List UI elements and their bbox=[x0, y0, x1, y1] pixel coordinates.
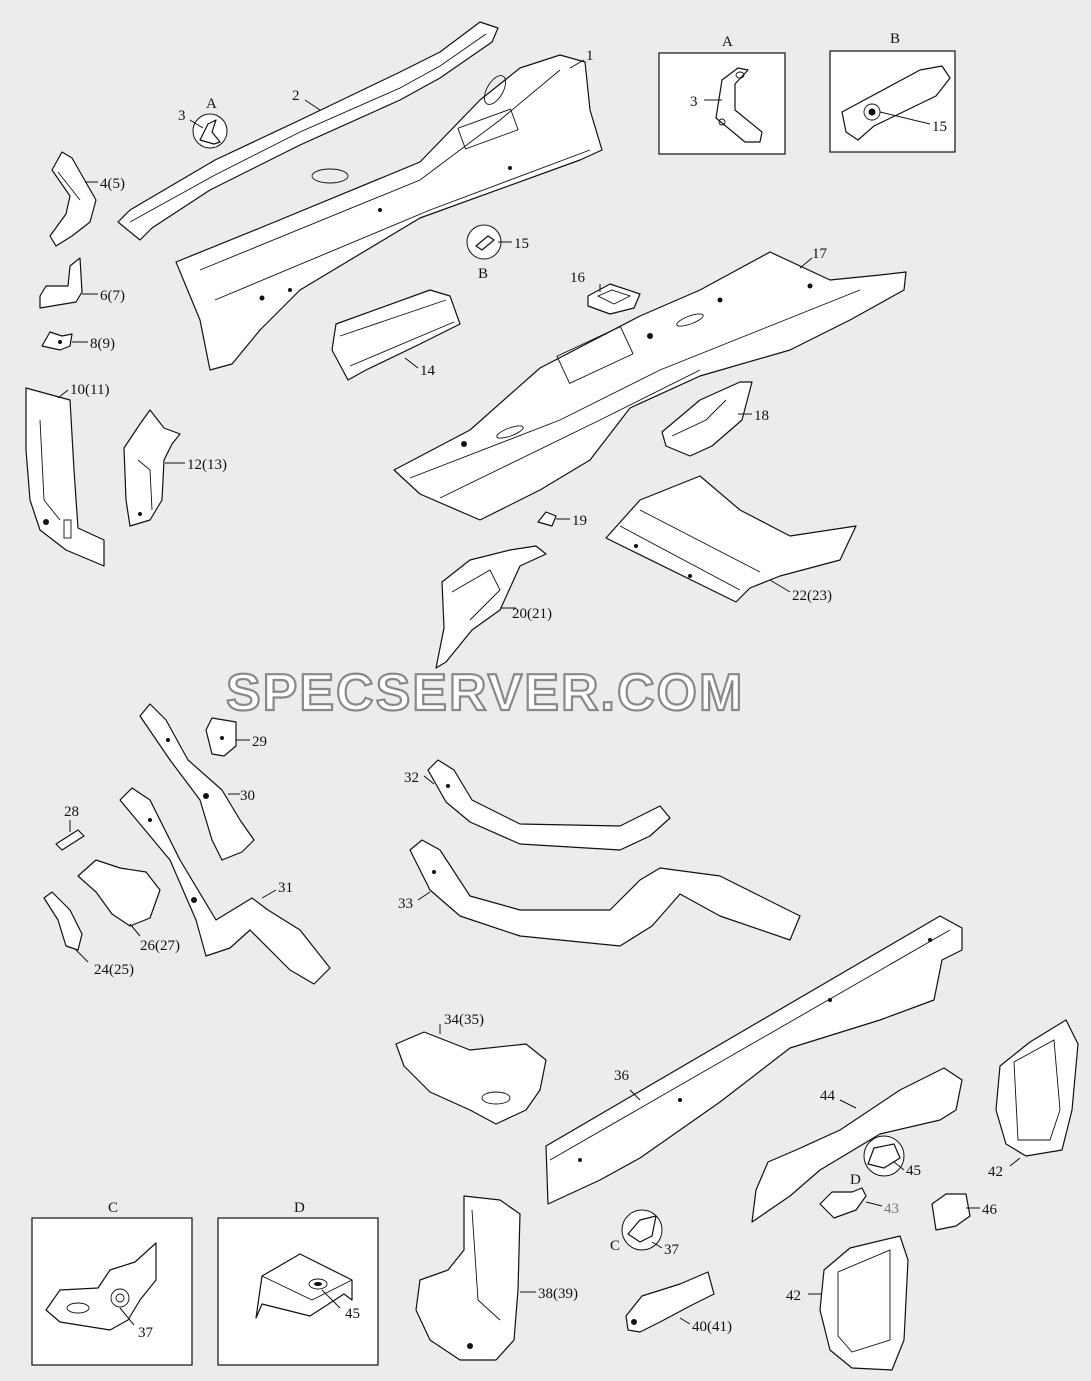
detail-view-b: B 15 bbox=[829, 31, 956, 153]
label-22-23: 22(23) bbox=[792, 588, 832, 604]
label-42-upper: 42 bbox=[988, 1164, 1003, 1180]
part-10-pillar-panel: 10(11) bbox=[25, 382, 109, 567]
label-34-35: 34(35) bbox=[444, 1012, 484, 1028]
part-20-rail: 20(21) bbox=[435, 545, 552, 669]
label-15: 15 bbox=[514, 236, 529, 252]
part-30-rail: 30 bbox=[139, 703, 255, 861]
part-45-detail-shape bbox=[255, 1253, 353, 1319]
part-18-bracket: 18 bbox=[661, 381, 769, 457]
part-29-bracket: 29 bbox=[205, 717, 267, 757]
label-29: 29 bbox=[252, 734, 267, 750]
part-43-bracket: D 43 bbox=[819, 1172, 899, 1219]
label-42-lower: 42 bbox=[786, 1288, 801, 1304]
detail-c-callout: 37 bbox=[138, 1325, 154, 1341]
label-6-7: 6(7) bbox=[100, 288, 125, 304]
part-16-plate: 16 bbox=[570, 270, 641, 315]
detail-b-callout: 15 bbox=[932, 119, 947, 135]
part-34-pan: 34(35) bbox=[395, 1012, 547, 1125]
part-4-bracket: 4(5) bbox=[49, 151, 125, 247]
ref-c-inline: C bbox=[610, 1238, 620, 1254]
label-37: 37 bbox=[664, 1242, 680, 1258]
part-14-crossmember: 14 bbox=[331, 289, 461, 381]
part-15-detail-shape bbox=[841, 65, 951, 141]
detail-b-title: B bbox=[890, 31, 900, 47]
label-14: 14 bbox=[420, 363, 436, 379]
part-3-detail-shape bbox=[715, 67, 763, 143]
label-38-39: 38(39) bbox=[538, 1286, 578, 1302]
label-45: 45 bbox=[906, 1163, 921, 1179]
part-32-frame-rail: 32 bbox=[404, 759, 671, 851]
part-1-dash-panel: 1 bbox=[175, 48, 603, 371]
part-2-cowl-beam: 2 bbox=[117, 21, 499, 241]
label-32: 32 bbox=[404, 770, 419, 786]
part-31-side-member: 31 bbox=[119, 787, 331, 985]
part-42-upper-pillar: 42 bbox=[988, 1019, 1079, 1180]
part-33-frame-rail: 33 bbox=[398, 839, 801, 947]
part-6-bracket: 6(7) bbox=[39, 257, 125, 309]
part-46-bracket: 46 bbox=[931, 1193, 998, 1231]
part-12-bracket: 12(13) bbox=[123, 409, 227, 527]
label-31: 31 bbox=[278, 880, 293, 896]
label-46: 46 bbox=[982, 1202, 998, 1218]
label-20-21: 20(21) bbox=[512, 606, 552, 622]
label-10-11: 10(11) bbox=[70, 382, 109, 398]
detail-d-title: D bbox=[294, 1200, 305, 1216]
detail-a-callout: 3 bbox=[690, 94, 698, 110]
part-38-pillar: 38(39) bbox=[415, 1195, 578, 1361]
label-26-27: 26(27) bbox=[140, 938, 180, 954]
label-12-13: 12(13) bbox=[187, 457, 227, 473]
label-8-9: 8(9) bbox=[90, 336, 115, 352]
part-8-clip: 8(9) bbox=[41, 331, 115, 352]
part-22-rear-floor: 22(23) bbox=[605, 475, 857, 604]
label-28: 28 bbox=[64, 804, 79, 820]
part-28-plate: 28 bbox=[55, 804, 85, 851]
label-2: 2 bbox=[292, 88, 300, 104]
part-24-bracket: 24(25) bbox=[43, 891, 134, 978]
label-40-41: 40(41) bbox=[692, 1319, 732, 1335]
ref-b-inline: B bbox=[478, 266, 488, 282]
detail-view-a: A 3 bbox=[658, 34, 786, 155]
part-3-callout: A 3 bbox=[178, 96, 228, 149]
detail-d-callout: 45 bbox=[345, 1306, 360, 1322]
label-16: 16 bbox=[570, 270, 586, 286]
watermark: SPECSERVER.COM bbox=[226, 664, 744, 722]
label-18: 18 bbox=[754, 408, 769, 424]
label-24-25: 24(25) bbox=[94, 962, 134, 978]
label-43: 43 bbox=[884, 1201, 899, 1217]
part-15-callout: 15 B bbox=[466, 224, 529, 282]
ref-a-inline: A bbox=[206, 96, 217, 112]
label-36: 36 bbox=[614, 1068, 630, 1084]
label-17: 17 bbox=[812, 246, 828, 262]
detail-a-title: A bbox=[722, 34, 733, 50]
label-30: 30 bbox=[240, 788, 255, 804]
part-19-plug: 19 bbox=[537, 511, 587, 529]
part-36-long-member: 36 bbox=[545, 915, 963, 1205]
part-42-lower-pillar: 42 bbox=[786, 1235, 909, 1371]
part-45-callout: 45 bbox=[863, 1135, 921, 1179]
ref-d-inline: D bbox=[850, 1172, 861, 1188]
part-26-bracket: 26(27) bbox=[77, 859, 180, 954]
part-37-callout: C 37 bbox=[610, 1209, 680, 1258]
part-44-side-rail: 44 bbox=[751, 1067, 963, 1223]
label-4-5: 4(5) bbox=[100, 176, 125, 192]
detail-view-d: D 45 bbox=[217, 1200, 379, 1366]
part-40-bracket: 40(41) bbox=[625, 1271, 732, 1335]
label-44: 44 bbox=[820, 1088, 836, 1104]
label-1: 1 bbox=[586, 48, 594, 64]
part-37-detail-shape bbox=[45, 1242, 157, 1331]
label-3: 3 bbox=[178, 108, 186, 124]
label-19: 19 bbox=[572, 513, 587, 529]
detail-view-c: C 37 bbox=[31, 1200, 193, 1366]
label-33: 33 bbox=[398, 896, 413, 912]
detail-c-title: C bbox=[108, 1200, 118, 1216]
part-17-floor-panel: 17 bbox=[393, 246, 907, 521]
